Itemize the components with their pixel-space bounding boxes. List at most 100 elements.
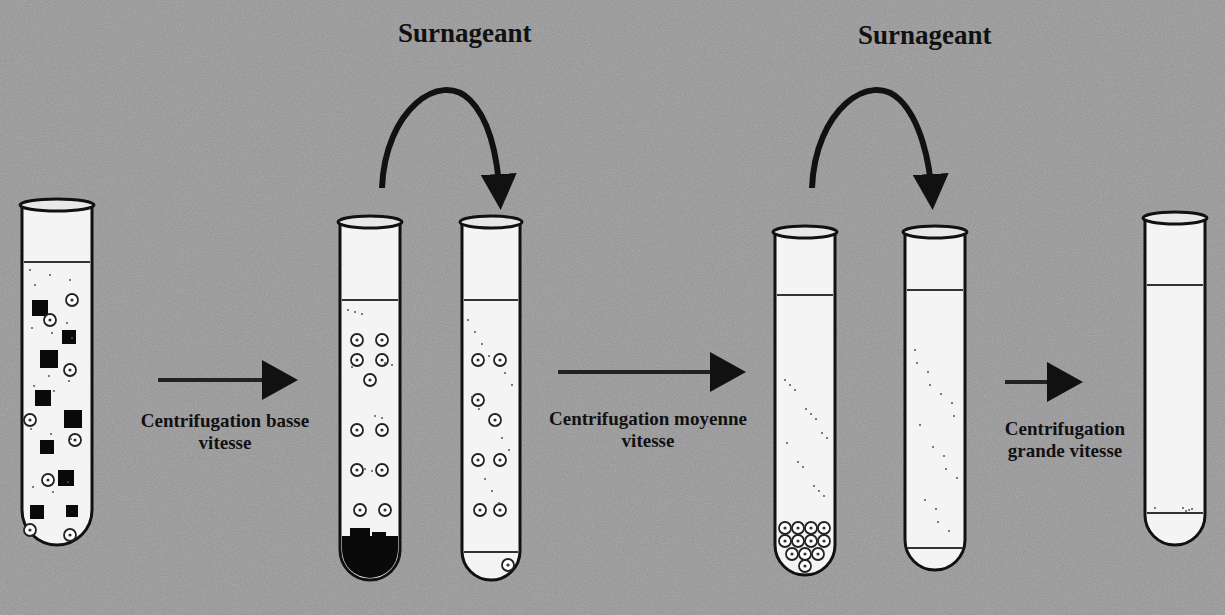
particle — [70, 438, 72, 440]
particle — [924, 499, 926, 501]
particle — [32, 486, 34, 488]
organelle — [779, 535, 791, 547]
particle — [945, 468, 947, 470]
organelle — [809, 539, 812, 542]
particle — [391, 364, 393, 366]
particle — [823, 495, 825, 497]
particle — [30, 428, 32, 430]
process-arrow — [1005, 380, 1075, 384]
organelle — [472, 394, 484, 406]
particle — [481, 343, 483, 345]
particle — [384, 362, 386, 364]
tube-glass — [340, 222, 400, 580]
organelle — [472, 354, 484, 366]
organelle — [380, 338, 383, 341]
organelle — [364, 374, 376, 386]
particle — [68, 380, 70, 382]
particle — [501, 437, 503, 439]
organelle — [816, 552, 819, 555]
particle — [69, 279, 71, 281]
organelle — [68, 533, 71, 536]
nucleus-debris — [58, 470, 74, 486]
tube-rim — [1143, 212, 1207, 224]
particle — [927, 371, 929, 373]
particle — [498, 502, 500, 504]
pellet — [1147, 512, 1203, 514]
organelle — [790, 552, 793, 555]
organelle — [69, 434, 81, 446]
organelle — [354, 504, 366, 516]
particle — [1182, 507, 1184, 509]
supernatant-label: Surnageant — [858, 20, 978, 51]
nucleus-debris — [62, 330, 76, 344]
organelle — [476, 398, 479, 401]
particle — [484, 478, 486, 480]
organelle — [383, 508, 386, 511]
nucleus-debris — [32, 300, 48, 316]
tube-outline — [340, 222, 400, 580]
organelle — [351, 334, 363, 346]
organelle — [472, 454, 484, 466]
organelle — [48, 318, 51, 321]
test-tubes — [20, 199, 1207, 580]
particle — [1154, 507, 1156, 509]
particle — [1191, 508, 1193, 510]
particle — [956, 477, 958, 479]
nucleus-debris — [372, 532, 386, 546]
particle — [1188, 509, 1190, 511]
organelle — [476, 458, 479, 461]
organelle — [494, 504, 506, 516]
particle — [49, 274, 51, 276]
tube-glass — [905, 232, 965, 570]
particle — [813, 485, 815, 487]
liquid-level — [907, 547, 963, 549]
tube-rim — [460, 216, 522, 228]
particle — [815, 418, 817, 420]
organelle — [818, 522, 830, 534]
particle — [491, 490, 493, 492]
particle — [474, 331, 476, 333]
organelle — [70, 298, 73, 301]
particle — [948, 530, 950, 532]
organelle — [786, 548, 798, 560]
organelle — [783, 539, 786, 542]
organelle — [379, 504, 391, 516]
particle — [34, 284, 36, 286]
particle — [51, 332, 53, 334]
organelle — [489, 414, 501, 426]
organelle — [494, 454, 506, 466]
particle — [511, 384, 513, 386]
step-label: Centrifugation moyenne vitesse — [548, 408, 748, 452]
particle — [953, 415, 955, 417]
tube-outline — [775, 232, 835, 575]
organelle — [355, 358, 358, 361]
organelle — [799, 548, 811, 560]
organelle — [502, 559, 514, 571]
particle — [810, 413, 812, 415]
organelle — [380, 428, 383, 431]
particle — [381, 417, 383, 419]
particle — [471, 396, 473, 398]
organelle — [822, 526, 825, 529]
organelle — [792, 522, 804, 534]
particle — [31, 327, 33, 329]
particle — [347, 309, 349, 311]
organelle — [779, 522, 791, 534]
particle — [488, 355, 490, 357]
organelle — [498, 508, 501, 511]
organelle — [24, 414, 36, 426]
particle — [66, 322, 68, 324]
particle — [33, 385, 35, 387]
particle — [374, 415, 376, 417]
organelle — [368, 378, 371, 381]
particle — [48, 375, 50, 377]
organelle — [28, 418, 31, 421]
transfer-arrow — [812, 90, 932, 198]
particle — [937, 521, 939, 523]
organelle — [803, 564, 806, 567]
particle — [50, 433, 52, 435]
organelle — [809, 526, 812, 529]
particle — [914, 349, 916, 351]
particle — [1185, 510, 1187, 512]
